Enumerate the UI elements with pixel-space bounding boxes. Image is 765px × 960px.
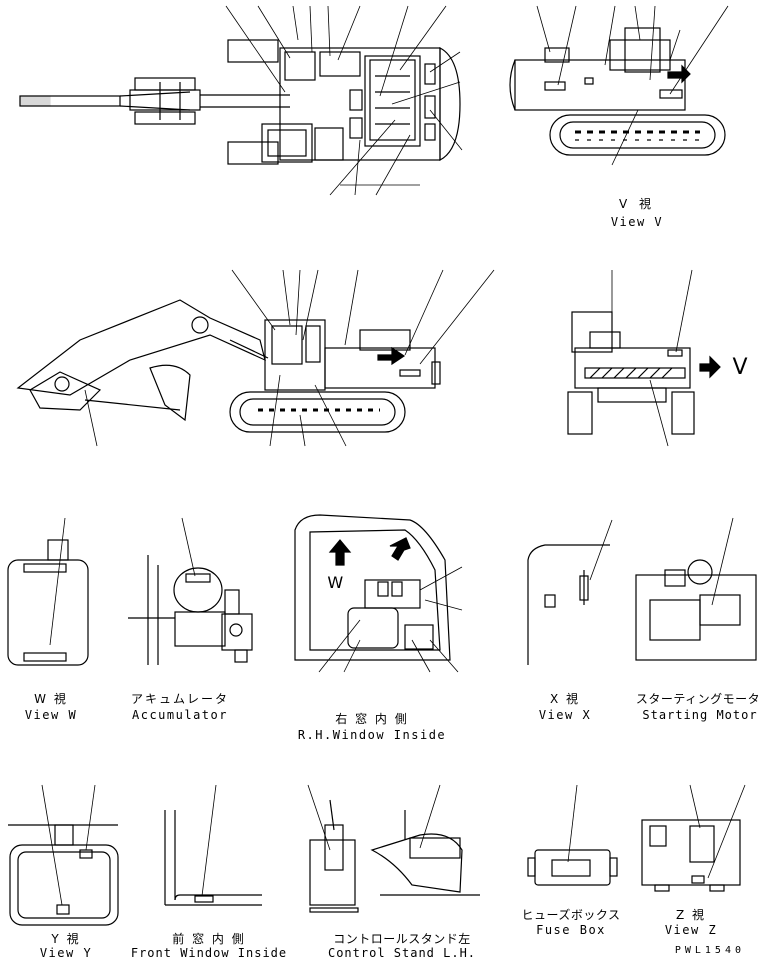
- view-w-en: View W: [24, 708, 78, 722]
- view-v-side-drawing: [509, 5, 729, 166]
- fuse-box-en: Fuse Box: [536, 923, 606, 937]
- view-y-jp: Y 視: [51, 932, 81, 946]
- control-stand-en: Control Stand L.H.: [327, 946, 477, 960]
- view-v-en: View V: [611, 215, 663, 229]
- accumulator-drawing: [128, 517, 253, 665]
- top-plan-view: [19, 5, 463, 196]
- starting-motor-en: Starting Motor: [642, 708, 758, 722]
- view-v-jp: V 視: [619, 196, 655, 211]
- view-z-en: View Z: [664, 923, 718, 937]
- view-y-drawing: [8, 784, 119, 926]
- control-stand-jp: コントロールスタンド左: [333, 932, 471, 946]
- rh-window-drawing: [294, 514, 463, 673]
- drawing-code: PWL1540: [674, 945, 745, 956]
- view-x-drawing: [527, 519, 613, 665]
- accumulator-jp: アキュムレータ: [130, 692, 230, 706]
- rh-window-en: R.H.Window Inside: [297, 728, 447, 742]
- fuse-box-drawing: [527, 784, 618, 886]
- side-elevation-view: [16, 269, 495, 447]
- starting-motor-jp: スターティングモータ: [635, 692, 761, 706]
- starting-motor-drawing: [635, 517, 757, 661]
- view-w-jp: W 視: [34, 692, 68, 706]
- rh-window-jp: 右 窓 内 側: [335, 712, 409, 726]
- view-z-jp: Z 視: [675, 908, 707, 922]
- front-window-jp: 前 窓 内 側: [172, 932, 246, 946]
- view-w-letter: W: [327, 573, 345, 592]
- rear-view: [567, 269, 721, 447]
- front-window-en: Front Window Inside: [130, 946, 288, 960]
- view-w-drawing: [7, 517, 89, 666]
- view-y-en: View Y: [39, 946, 93, 960]
- view-v-marker: V: [732, 355, 747, 380]
- view-x-jp: X 視: [549, 692, 581, 706]
- accumulator-en: Accumulator: [132, 708, 228, 722]
- control-stand-drawing: [307, 784, 480, 913]
- front-window-drawing: [164, 784, 262, 906]
- fuse-box-jp: ヒューズボックス: [521, 908, 621, 922]
- view-z-drawing: [641, 784, 746, 892]
- view-x-en: View X: [538, 708, 592, 722]
